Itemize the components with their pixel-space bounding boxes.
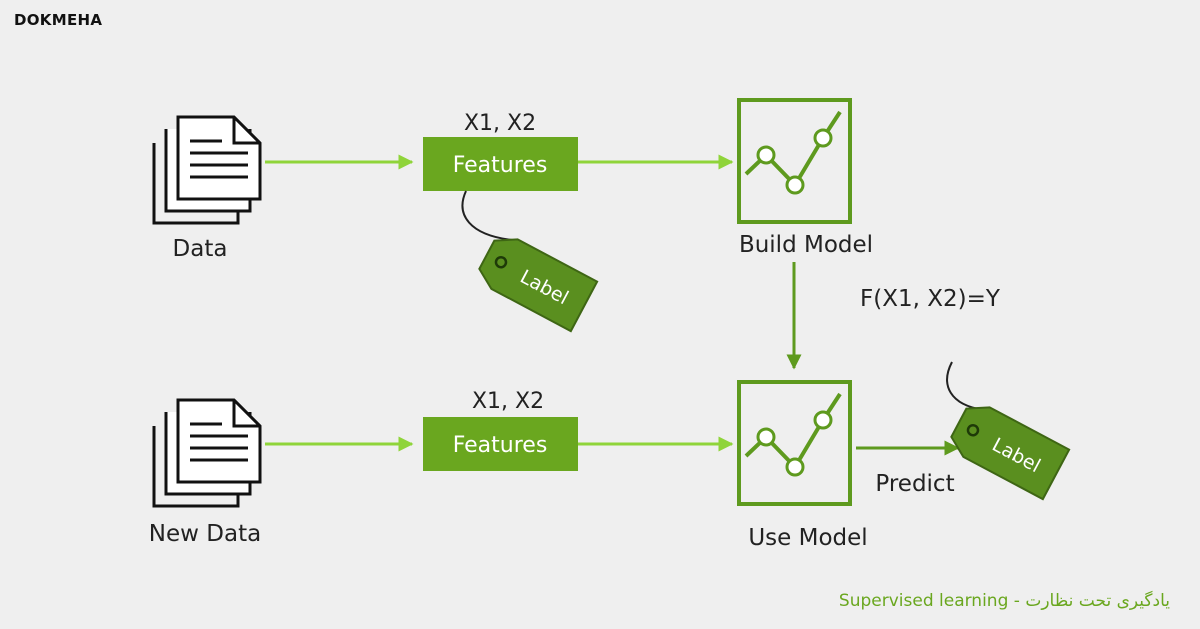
price-tag-icon: Label <box>950 406 1071 501</box>
predict-label: Predict <box>875 471 954 497</box>
features-box-top <box>423 137 578 191</box>
function-label: F(X1, X2)=Y <box>860 286 1001 312</box>
use-model-label: Use Model <box>748 525 867 551</box>
tag-string-top <box>461 190 513 241</box>
brand-logo: DOKMEHA <box>14 11 103 29</box>
tag-string-bottom <box>946 361 985 411</box>
line-chart-icon <box>744 392 842 477</box>
line-chart-icon <box>744 110 842 195</box>
use-model-box <box>737 380 852 506</box>
build-model-label: Build Model <box>739 232 873 258</box>
build-model-box <box>737 98 852 224</box>
features-vars-top: X1, X2 <box>464 111 536 136</box>
features-label-bottom: Features <box>453 433 548 458</box>
new-data-label: New Data <box>149 521 261 547</box>
features-box-bottom <box>423 417 578 471</box>
caption-text: Supervised learning - یادگیری تحت نظارت <box>838 591 1170 611</box>
data-label: Data <box>173 236 228 262</box>
features-label-top: Features <box>453 153 548 178</box>
document-stack-icon <box>152 398 262 508</box>
features-vars-bottom: X1, X2 <box>472 389 544 414</box>
price-tag-icon: Label <box>478 238 599 333</box>
document-stack-icon <box>152 115 262 225</box>
